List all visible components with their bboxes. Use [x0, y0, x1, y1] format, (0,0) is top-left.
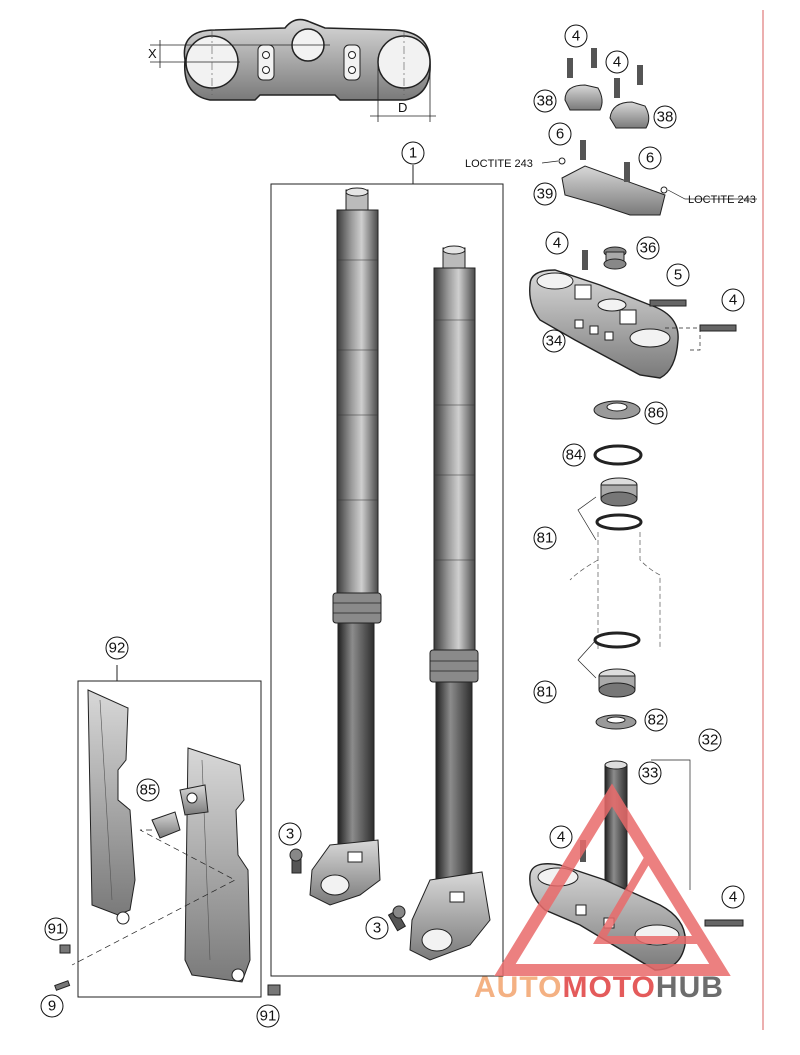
- svg-text:85: 85: [140, 782, 157, 799]
- fork-leg-left: [309, 187, 382, 906]
- svg-text:92: 92: [109, 640, 126, 657]
- callout-34: 34: [542, 329, 566, 353]
- seal-82: [595, 714, 637, 730]
- fork-group-box: [270, 165, 504, 977]
- callout-39: 39: [533, 182, 557, 206]
- callout-91-a: 91: [44, 917, 68, 941]
- svg-text:81: 81: [537, 684, 554, 701]
- upper-clamp-bolt-4: [699, 324, 737, 332]
- callout-81-a: 81: [533, 526, 557, 550]
- svg-text:5: 5: [674, 267, 682, 284]
- callout-4-b: 4: [605, 50, 629, 74]
- upper-triple-clamp: [529, 269, 679, 379]
- handlebar-clamp-right: [609, 101, 650, 129]
- callout-91-b: 91: [256, 1004, 280, 1028]
- watermark-logo-mark: [494, 783, 731, 976]
- dust-seal-86: [593, 400, 641, 420]
- svg-text:39: 39: [537, 186, 554, 203]
- svg-text:82: 82: [648, 712, 665, 729]
- callout-4-c: 4: [545, 231, 569, 255]
- svg-text:36: 36: [640, 240, 657, 257]
- callout-36: 36: [636, 236, 660, 260]
- watermark-auto: AUTO: [474, 971, 562, 1004]
- fork-bolt-right: [387, 905, 407, 932]
- callout-6-b: 6: [638, 146, 662, 170]
- callout-4-d: 4: [721, 288, 745, 312]
- svg-text:6: 6: [556, 126, 564, 143]
- svg-text:86: 86: [648, 405, 665, 422]
- svg-text:4: 4: [613, 54, 621, 71]
- callout-85: 85: [136, 778, 160, 802]
- svg-text:1: 1: [409, 145, 417, 162]
- svg-text:3: 3: [373, 920, 381, 937]
- callout-84: 84: [562, 443, 586, 467]
- fork-guard-group-box: [77, 665, 262, 998]
- lower-bearing-81: [593, 631, 641, 698]
- guard-clamp-part: [151, 784, 209, 839]
- svg-text:6: 6: [646, 150, 654, 167]
- top-clamp-dimension-view: [150, 18, 436, 122]
- svg-text:3: 3: [286, 826, 294, 843]
- lower-clamp-bolt-side: [704, 919, 744, 927]
- svg-text:81: 81: [537, 530, 554, 547]
- dimension-d-label: D: [398, 100, 407, 115]
- svg-text:34: 34: [546, 333, 563, 350]
- fork-leg-right: [409, 245, 491, 961]
- fork-bolt-left: [289, 848, 303, 874]
- callout-1: 1: [401, 141, 425, 165]
- callout-4-e: 4: [549, 825, 573, 849]
- handlebar-mount-base: [561, 165, 666, 216]
- callout-32: 32: [698, 728, 722, 752]
- mount-bolts: [558, 140, 668, 194]
- callout-33: 33: [638, 761, 662, 785]
- guard-screw: [54, 944, 281, 996]
- callout-82: 82: [644, 708, 668, 732]
- svg-text:91: 91: [48, 921, 65, 938]
- watermark-hub: HUB: [656, 971, 724, 1004]
- steering-tube-dashed: [569, 532, 661, 650]
- svg-text:4: 4: [557, 829, 565, 846]
- loctite-label-right: LOCTITE 243: [688, 194, 756, 206]
- callout-81-b: 81: [533, 680, 557, 704]
- callout-5: 5: [666, 263, 690, 287]
- watermark-text: AUTOMOTOHUB: [474, 971, 724, 1004]
- callout-3-right: 3: [365, 916, 389, 940]
- handlebar-clamp-left: [564, 84, 603, 111]
- callout-38-b: 38: [653, 105, 677, 129]
- upper-clamp-top-bolt: [582, 250, 588, 270]
- callout-86: 86: [644, 401, 668, 425]
- steering-stem: [604, 760, 628, 896]
- fork-guard-left: [87, 689, 136, 925]
- fork-guard-right: [184, 747, 251, 983]
- callout-4-a: 4: [564, 24, 588, 48]
- upper-clamp-bolt-5: [649, 299, 687, 307]
- svg-text:38: 38: [537, 93, 554, 110]
- steering-nut: [603, 246, 627, 270]
- callout-4-f: 4: [721, 885, 745, 909]
- callout-38-a: 38: [533, 89, 557, 113]
- svg-text:33: 33: [642, 765, 659, 782]
- svg-text:38: 38: [657, 109, 674, 126]
- watermark-moto: MOTO: [562, 971, 655, 1004]
- callout-6-a: 6: [548, 122, 572, 146]
- loctite-label-left: LOCTITE 243: [465, 158, 533, 170]
- svg-text:4: 4: [553, 235, 561, 252]
- svg-text:91: 91: [260, 1008, 277, 1025]
- svg-text:4: 4: [572, 28, 580, 45]
- seal-ring-84: [593, 444, 643, 466]
- svg-text:84: 84: [566, 447, 583, 464]
- svg-text:4: 4: [729, 292, 737, 309]
- svg-text:4: 4: [729, 889, 737, 906]
- svg-text:32: 32: [702, 732, 719, 749]
- clamp-bolts: [567, 48, 643, 98]
- dimension-x-label: X: [148, 46, 157, 61]
- callout-3-left: 3: [278, 822, 302, 846]
- callout-9: 9: [40, 994, 64, 1018]
- upper-bearing-81: [595, 477, 643, 531]
- svg-text:9: 9: [48, 998, 56, 1015]
- callout-92: 92: [105, 636, 129, 660]
